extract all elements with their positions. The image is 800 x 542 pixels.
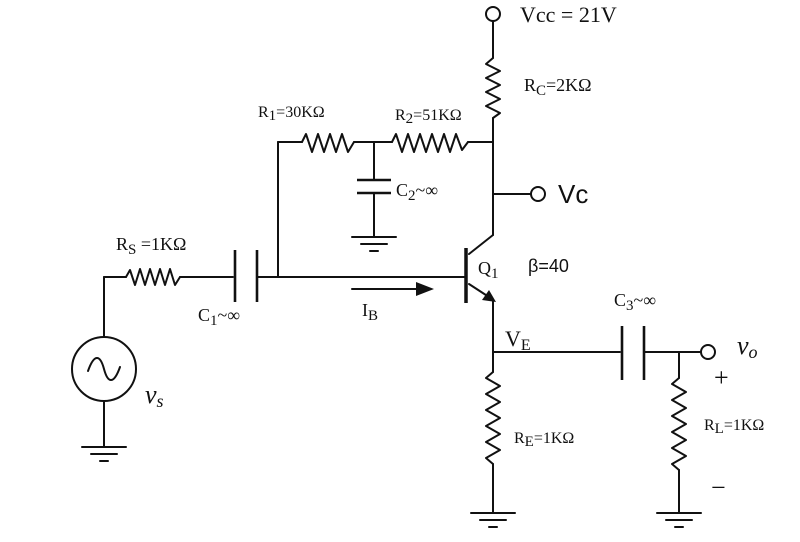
resistor-r1 [301, 133, 355, 153]
plus-sign: + [714, 363, 729, 392]
ground-icon [81, 446, 127, 462]
beta-label: β=40 [528, 256, 569, 276]
vcc-terminal [485, 6, 501, 59]
resistor-rl [671, 377, 687, 471]
r1-label: R1=30KΩ [258, 104, 325, 124]
ground-icon [351, 236, 397, 252]
ac-source-icon [71, 336, 137, 448]
resistor-r2 [391, 133, 469, 153]
vo-label: vo [737, 331, 758, 362]
r2-label: R2=51KΩ [395, 107, 462, 127]
vcc-label: Vcc = 21V [520, 2, 617, 27]
q1-label: Q1 [478, 258, 499, 282]
resistor-re [485, 371, 501, 465]
minus-sign: − [711, 473, 726, 502]
c1-label: C1~∞ [198, 305, 240, 329]
ground-icon [470, 512, 516, 528]
resistor-rs [125, 268, 181, 286]
c2-label: C2~∞ [396, 180, 438, 204]
rl-label: RL=1KΩ [704, 417, 764, 437]
current-arrow-ib [351, 282, 434, 296]
rc-label: RC=2KΩ [524, 75, 592, 99]
c3-label: C3~∞ [614, 290, 656, 314]
ib-label: IB [362, 300, 378, 324]
rs-label: RS =1KΩ [116, 234, 186, 258]
ve-label: VE [505, 326, 531, 354]
transistor-q1 [464, 234, 496, 303]
vs-label: vs [145, 380, 164, 411]
re-label: RE=1KΩ [514, 430, 574, 450]
ground-icon [656, 512, 702, 528]
vo-terminal [700, 344, 716, 360]
vc-label: Vc [558, 179, 588, 209]
vc-terminal [530, 186, 546, 202]
resistor-rc [485, 57, 501, 119]
